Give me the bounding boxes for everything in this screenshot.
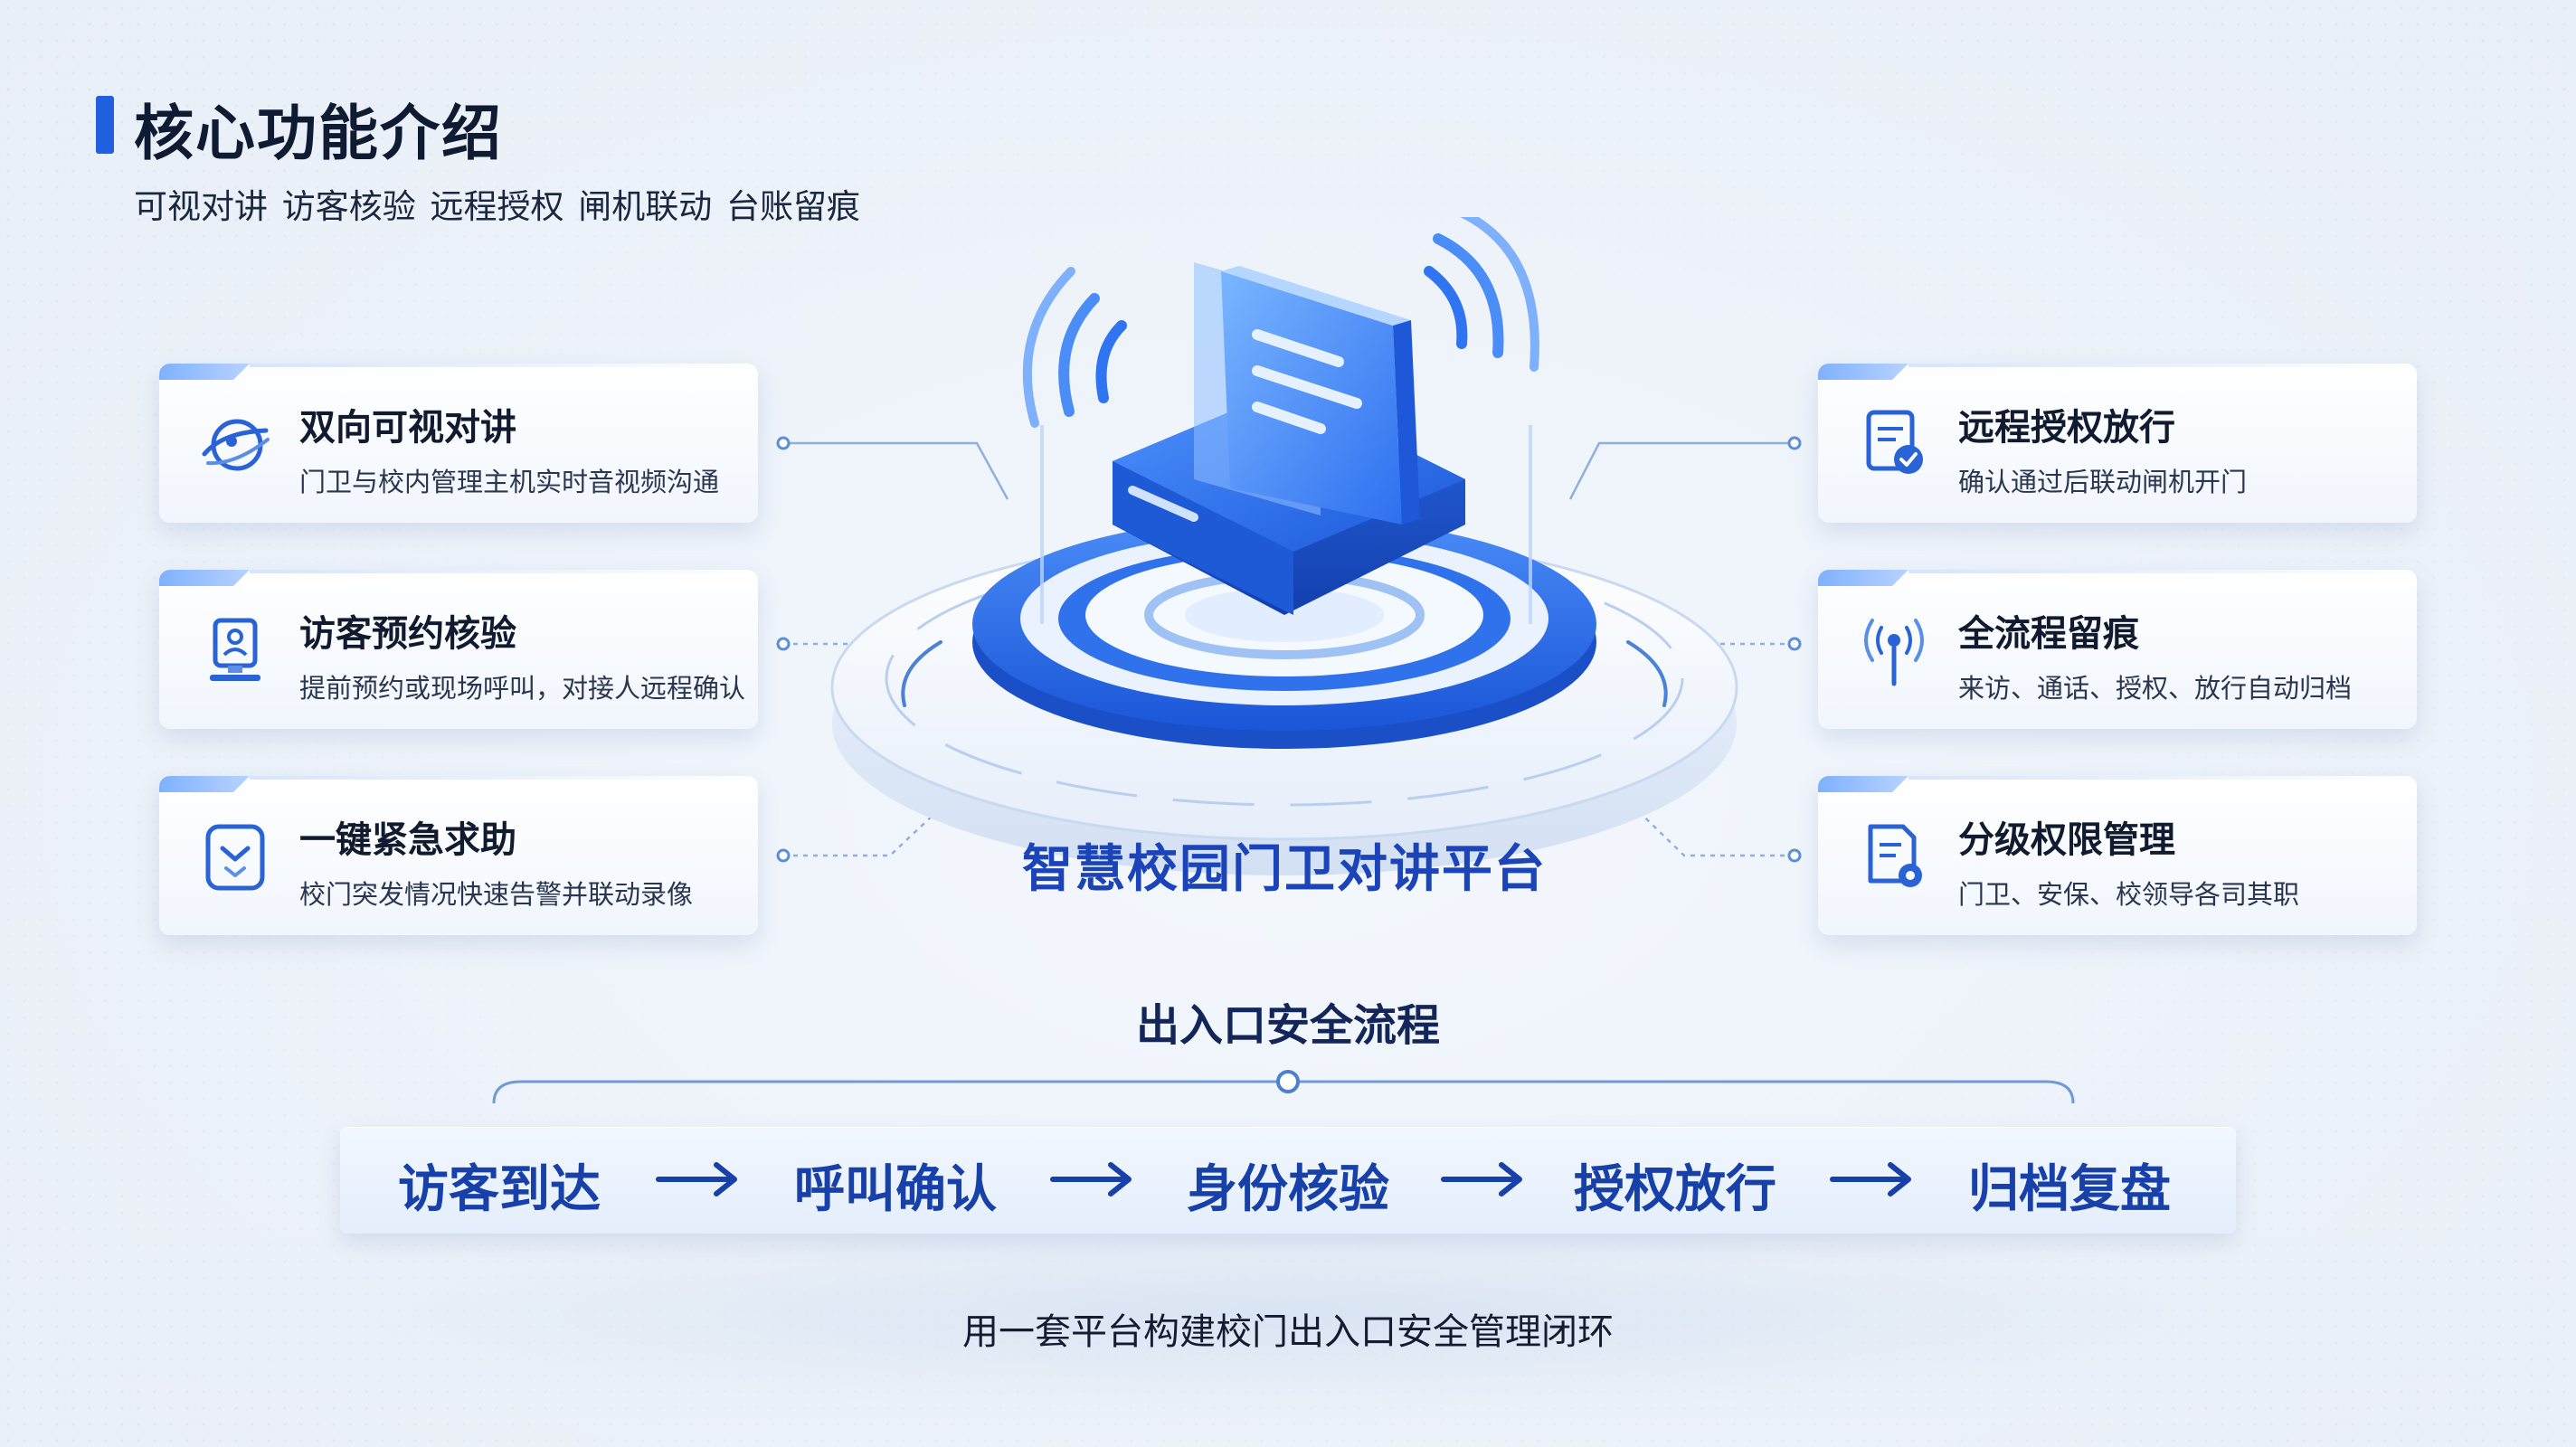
feature-desc: 提前预约或现场呼叫，对接人远程确认	[299, 673, 746, 704]
feature-title: 全流程留痕	[1958, 613, 2139, 655]
title-accent-bar	[96, 96, 114, 154]
feature-title: 一键紧急求助	[299, 819, 516, 861]
feature-desc: 校门突发情况快速告警并联动录像	[299, 879, 694, 910]
arrow-right-icon	[1830, 1162, 1911, 1196]
flow-step-identity-verify: 身份核验	[1187, 1160, 1389, 1219]
page-title: 核心功能介绍	[134, 99, 503, 168]
signal-tower-icon	[1854, 611, 1934, 691]
feature-desc: 确认通过后联动闸机开门	[1958, 467, 2248, 497]
arrow-right-icon	[1441, 1162, 1522, 1196]
flow-heading: 出入口安全流程	[1135, 1000, 1440, 1051]
feature-card-remote-approval[interactable]: 远程授权放行 确认通过后联动闸机开门	[1818, 364, 2417, 523]
platform-illustration	[830, 217, 1738, 875]
feature-desc: 门卫与校内管理主机实时音视频沟通	[299, 467, 720, 497]
arrow-right-icon	[1050, 1162, 1132, 1196]
feature-card-permissions[interactable]: 分级权限管理 门卫、安保、校领导各司其职	[1818, 776, 2417, 935]
emergency-shield-icon	[195, 818, 275, 897]
remote-approval-icon	[1854, 405, 1934, 485]
feature-title: 远程授权放行	[1958, 407, 2175, 449]
flow-step-authorize-pass: 授权放行	[1574, 1160, 1776, 1219]
visitor-id-icon	[195, 611, 275, 691]
feature-card-visitor-verify[interactable]: 访客预约核验 提前预约或现场呼叫，对接人远程确认	[159, 570, 758, 729]
feature-card-two-way-call[interactable]: 双向可视对讲 门卫与校内管理主机实时音视频沟通	[159, 364, 758, 523]
feature-card-emergency[interactable]: 一键紧急求助 校门突发情况快速告警并联动录像	[159, 776, 758, 935]
footer-text: 用一套平台构建校门出入口安全管理闭环	[962, 1311, 1614, 1353]
flow-step-archive-review: 归档复盘	[1968, 1160, 2171, 1219]
feature-title: 访客预约核验	[299, 613, 516, 655]
arrow-right-icon	[656, 1162, 737, 1196]
page-subtitle: 可视对讲 访客核验 远程授权 闸机联动 台账留痕	[134, 187, 861, 226]
feature-desc: 门卫、安保、校领导各司其职	[1958, 879, 2300, 910]
feature-title: 分级权限管理	[1958, 819, 2175, 861]
two-way-call-icon	[195, 405, 275, 485]
feature-card-audit-trail[interactable]: 全流程留痕 来访、通话、授权、放行自动归档	[1818, 570, 2417, 729]
feature-desc: 来访、通话、授权、放行自动归档	[1958, 673, 2353, 704]
platform-title: 智慧校园门卫对讲平台	[1022, 840, 1547, 899]
bottom-glow	[36, 1230, 2540, 1438]
feature-title: 双向可视对讲	[299, 407, 516, 449]
flow-step-visitor-arrival: 访客到达	[398, 1160, 601, 1219]
flow-step-call-confirm: 呼叫确认	[794, 1160, 997, 1219]
permission-document-icon	[1854, 818, 1934, 897]
